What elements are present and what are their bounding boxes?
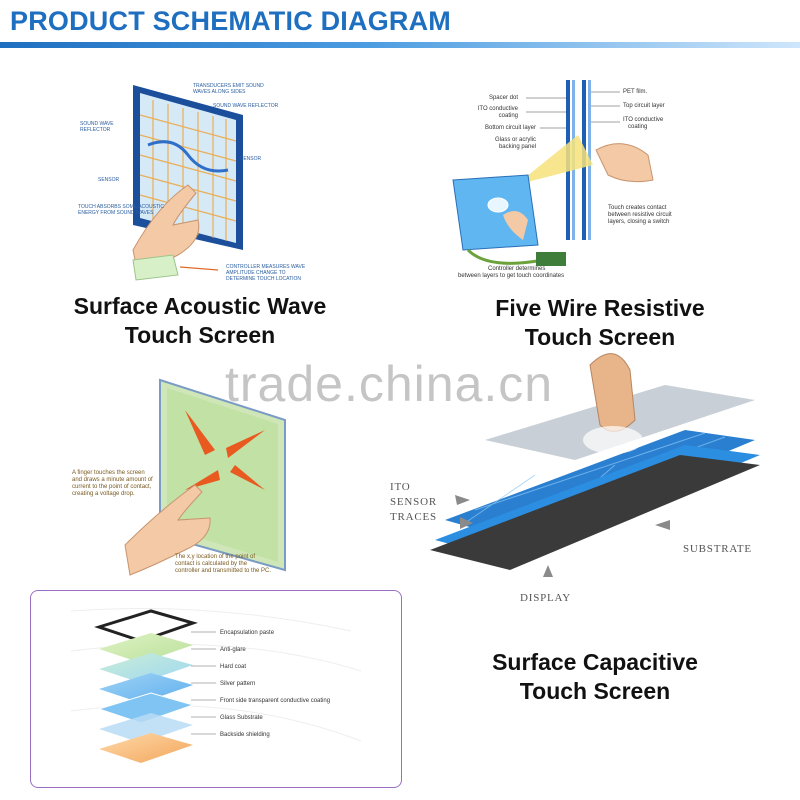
capacitive-illustration: A finger touches the screen and draws a … [70,370,310,585]
layer-encapsulation [94,609,198,643]
layer-shielding [99,733,193,763]
svg-text:current to the point of contac: current to the point of contact, [72,484,152,490]
svg-text:SENSOR: SENSOR [240,156,262,162]
svg-text:ITO: ITO [390,481,411,493]
svg-text:Glass Substrate: Glass Substrate [220,715,263,721]
svg-text:DISPLAY: DISPLAY [520,592,571,604]
svg-text:SOUND WAVE REFLECTOR: SOUND WAVE REFLECTOR [213,103,279,109]
svg-text:and draws a minute amount of: and draws a minute amount of [72,477,153,483]
header-divider [0,42,800,48]
svg-text:controller and transmitted to: controller and transmitted to the PC. [175,568,271,574]
svg-text:Controller determines: Controller determines [488,266,545,272]
watermark-text: trade.china.cn [225,356,554,412]
svg-text:Bottom circuit layer: Bottom circuit layer [485,125,536,131]
svg-text:Encapsulation paste: Encapsulation paste [220,630,275,636]
svg-text:A finger touches the screen: A finger touches the screen [72,470,145,476]
svg-text:SENSOR: SENSOR [98,177,120,183]
svg-text:between layers to get touch co: between layers to get touch coordinates [458,273,564,279]
fwr-caption-line2: Touch Screen [524,324,676,350]
svg-text:coating: coating [628,124,647,130]
svg-text:REFLECTOR: REFLECTOR [80,127,111,133]
layer-antiglare [99,633,193,663]
cap-hand [124,484,211,576]
surface-capacitive-illustration: ITO SENSOR TRACES SUBSTRATE DISPLAY [385,345,800,610]
page-title: PRODUCT SCHEMATIC DIAGRAM [10,6,451,36]
layer-stack-panel: Encapsulation paste Anti-glare Hard coat… [30,590,402,788]
svg-text:DETERMINE TOUCH LOCATION: DETERMINE TOUCH LOCATION [226,276,301,282]
saw-illustration: TRANSDUCERS EMIT SOUND WAVES ALONG SIDES… [78,75,328,290]
scap-caption-line1: Surface Capacitive [492,649,698,675]
svg-text:layers, closing a switch: layers, closing a switch [608,219,669,225]
svg-text:backing panel: backing panel [499,144,536,150]
svg-text:Silver pattern: Silver pattern [220,681,255,687]
scap-display [430,455,760,570]
layer-glass [99,713,193,743]
svg-text:creating a voltage drop.: creating a voltage drop. [72,491,135,497]
scap-caption-line2: Touch Screen [519,678,671,704]
fwr-controller-board [536,252,566,266]
svg-text:SUBSTRATE: SUBSTRATE [683,543,752,555]
svg-text:CONTROLLER MEASURES WAVE: CONTROLLER MEASURES WAVE [226,264,306,270]
saw-caption-line1: Surface Acoustic Wave [73,293,327,319]
svg-text:Touch creates contact: Touch creates contact [608,205,667,211]
fwr-finger [595,143,654,183]
cap-arrows [185,410,265,490]
layer-silver [99,673,193,703]
header-banner: PRODUCT SCHEMATIC DIAGRAM [0,0,800,48]
svg-text:PET film.: PET film. [623,89,648,95]
svg-text:The x,y location of the point: The x,y location of the point of [175,554,255,560]
svg-text:Backside shielding: Backside shielding [220,732,270,738]
svg-text:ENERGY FROM SOUND WAVES: ENERGY FROM SOUND WAVES [78,210,154,216]
svg-text:TRANSDUCERS EMIT SOUND: TRANSDUCERS EMIT SOUND [193,83,264,89]
fwr-highlight [516,135,593,185]
layer-conductive [97,692,195,724]
saw-wave-path [147,140,229,173]
svg-text:AMPLITUDE CHANGE TO: AMPLITUDE CHANGE TO [226,270,286,276]
svg-text:Hard coat: Hard coat [220,664,246,670]
layer-hardcoat [99,653,193,683]
svg-text:TOUCH ABSORBS SOME ACOUSTIC: TOUCH ABSORBS SOME ACOUSTIC [78,204,164,210]
fwr-caption-line1: Five Wire Resistive [495,295,705,321]
saw-caption-line2: Touch Screen [124,322,276,348]
svg-text:WAVES ALONG SIDES: WAVES ALONG SIDES [193,89,246,95]
saw-caption: Surface Acoustic Wave Touch Screen [40,292,360,350]
svg-text:TRACES: TRACES [390,511,437,523]
layer-stack-diagram: Encapsulation paste Anti-glare Hard coat… [70,608,362,763]
svg-text:ITO conductive: ITO conductive [623,117,664,123]
fwr-screen [452,174,539,251]
svg-text:Spacer dot: Spacer dot [489,95,518,101]
svg-text:Glass or acrylic: Glass or acrylic [495,137,536,143]
fwr-caption: Five Wire Resistive Touch Screen [440,294,760,352]
svg-text:between resistive circuit: between resistive circuit [608,212,672,218]
fwr-illustration: Spacer dot ITO conductive coating Bottom… [448,80,708,285]
saw-controller [132,254,179,281]
svg-text:contact is calculated by the: contact is calculated by the [175,561,248,567]
svg-text:ITO conductive: ITO conductive [478,106,519,112]
svg-text:Top circuit layer: Top circuit layer [623,103,665,109]
scap-caption: Surface Capacitive Touch Screen [435,648,755,706]
svg-text:Anti-glare: Anti-glare [220,647,246,653]
svg-text:Front side transparent conduct: Front side transparent conductive coatin… [220,698,330,704]
svg-text:coating: coating [499,113,518,119]
svg-text:SENSOR: SENSOR [390,496,437,508]
svg-text:SOUND WAVE: SOUND WAVE [80,121,114,127]
